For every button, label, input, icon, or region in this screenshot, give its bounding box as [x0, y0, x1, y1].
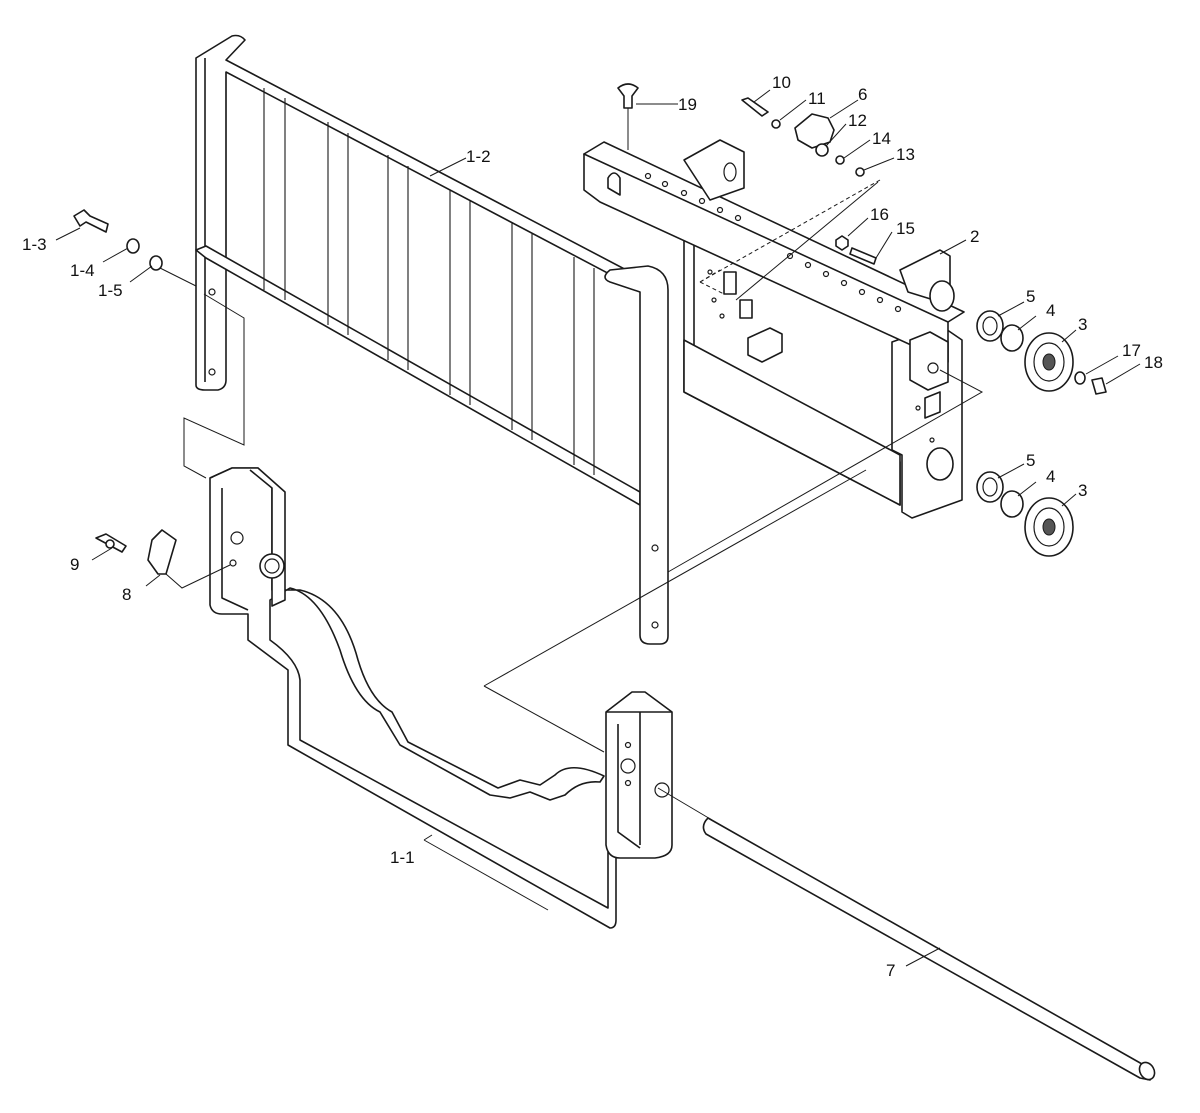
- callout-18: 18: [1144, 353, 1163, 372]
- load-backrest: [195, 34, 669, 645]
- callout-19: 19: [678, 95, 697, 114]
- callout-1-2: 1-2: [466, 147, 491, 166]
- callout-7: 7: [886, 961, 895, 980]
- callout-11: 11: [808, 89, 826, 108]
- callout-12: 12: [848, 111, 867, 130]
- callout-2: 2: [970, 227, 979, 246]
- callout-9: 9: [70, 555, 79, 574]
- callout-5-lower: 5: [1026, 451, 1035, 470]
- callout-4-upper: 4: [1046, 301, 1055, 320]
- callout-leaders: [55, 89, 1141, 967]
- callout-13: 13: [896, 145, 915, 164]
- projection-lines: [165, 179, 984, 821]
- bolt-washers-1: [73, 209, 163, 271]
- callout-14: 14: [872, 129, 891, 148]
- callout-10: 10: [772, 73, 791, 92]
- nut-bolt: [835, 235, 877, 265]
- callout-8: 8: [122, 585, 131, 604]
- callout-5-upper: 5: [1026, 287, 1035, 306]
- callout-6: 6: [858, 85, 867, 104]
- callout-16: 16: [870, 205, 889, 224]
- roller-assembly: [741, 97, 865, 177]
- callout-3-lower: 3: [1078, 481, 1087, 500]
- callout-labels: 1-3 1-4 1-5 1-2 1-1 9 8 19 10 11 6 12 14…: [22, 73, 1163, 980]
- callout-17: 17: [1122, 341, 1141, 360]
- callout-1-4: 1-4: [70, 261, 95, 280]
- callout-1-1: 1-1: [390, 848, 415, 867]
- callout-1-3: 1-3: [22, 235, 47, 254]
- pin: [617, 83, 639, 150]
- callout-3-upper: 3: [1078, 315, 1087, 334]
- lower-frame: [209, 467, 673, 929]
- callout-1-5: 1-5: [98, 281, 123, 300]
- shaft: [702, 817, 1156, 1081]
- callout-4-lower: 4: [1046, 467, 1055, 486]
- upper-roller-stack: [929, 280, 1107, 395]
- callout-15: 15: [896, 219, 915, 238]
- lower-roller-stack: [926, 447, 1074, 557]
- cover-plate: [95, 529, 177, 575]
